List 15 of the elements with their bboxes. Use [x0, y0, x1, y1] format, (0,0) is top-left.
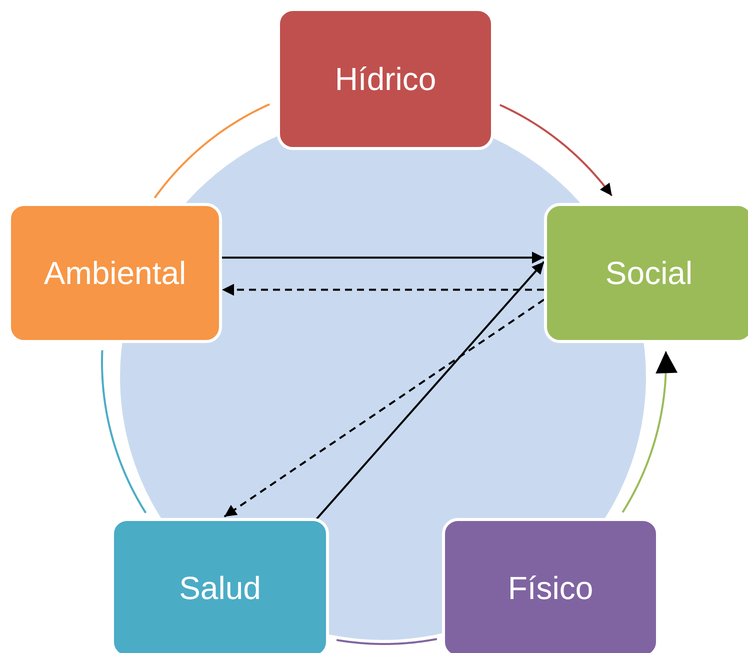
arrow [222, 284, 544, 296]
node-label: Hídrico [334, 60, 436, 98]
category-box [442, 518, 659, 653]
node-label: Social [605, 254, 693, 292]
cycle-arc-arrow [499, 104, 613, 196]
arrow [224, 298, 545, 518]
category-box [277, 8, 494, 150]
cycle-arc-arrow [622, 351, 678, 513]
node-label: Ambiental [44, 254, 186, 292]
arrow [222, 252, 544, 264]
category-box [544, 203, 748, 343]
node-label: Salud [179, 570, 261, 606]
node-label: Físico [508, 570, 594, 606]
category-box [111, 518, 329, 653]
category-box [8, 203, 222, 343]
